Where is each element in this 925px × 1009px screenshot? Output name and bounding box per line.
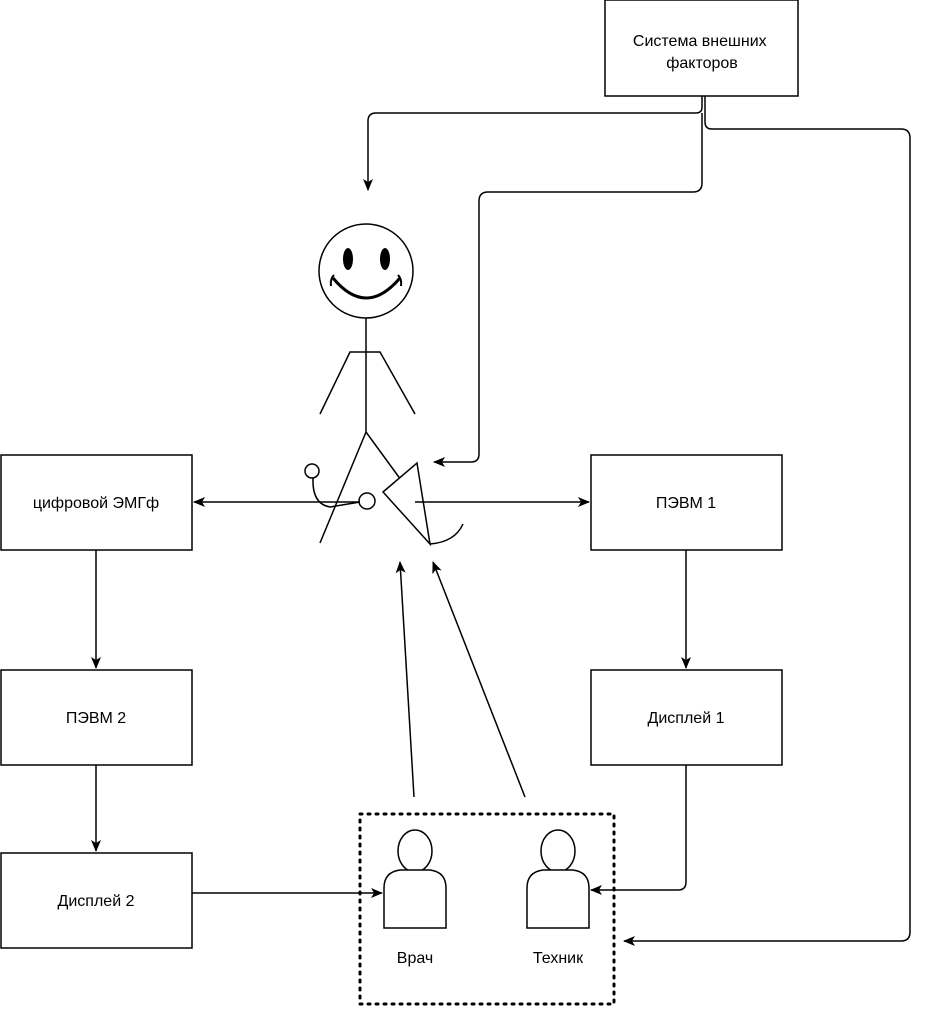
connectors: [91, 96, 911, 946]
external-factors-line-1: Система внешних: [633, 33, 767, 50]
patient-figure: [304, 223, 464, 547]
external-factors-line-2: факторов: [666, 55, 738, 72]
edge-external-to-patient: [363, 96, 703, 191]
display1-node: Дисплей 1: [590, 669, 783, 766]
emg-label: цифровой ЭМГф: [33, 495, 159, 512]
pc1-node: ПЭВМ 1: [590, 454, 783, 551]
edge-external-to-sensor: [433, 113, 703, 467]
edge-doctor-to-patient: [395, 561, 415, 798]
technician-icon: [526, 829, 590, 929]
doctor-icon: [383, 829, 447, 929]
smiley-head-icon: [318, 223, 414, 319]
pc2-label: ПЭВМ 2: [66, 710, 126, 727]
edge-external-to-operators: [623, 96, 911, 946]
edge-technician-to-patient: [432, 561, 526, 798]
external-factors-node: Система внешних факторов: [604, 0, 799, 97]
display1-label: Дисплей 1: [648, 710, 725, 727]
operators-group: [358, 812, 616, 1006]
edge-display1-to-technician: [590, 765, 687, 895]
emg-node: цифровой ЭМГф: [0, 454, 193, 551]
display2-node: Дисплей 2: [0, 852, 193, 949]
technician-label: Техник: [533, 950, 584, 967]
pc2-node: ПЭВМ 2: [0, 669, 193, 766]
external-factors-label: Система внешних факторов: [633, 33, 771, 72]
display2-label: Дисплей 2: [58, 893, 135, 910]
doctor-label: Врач: [397, 950, 433, 967]
pc1-label: ПЭВМ 1: [656, 495, 716, 512]
